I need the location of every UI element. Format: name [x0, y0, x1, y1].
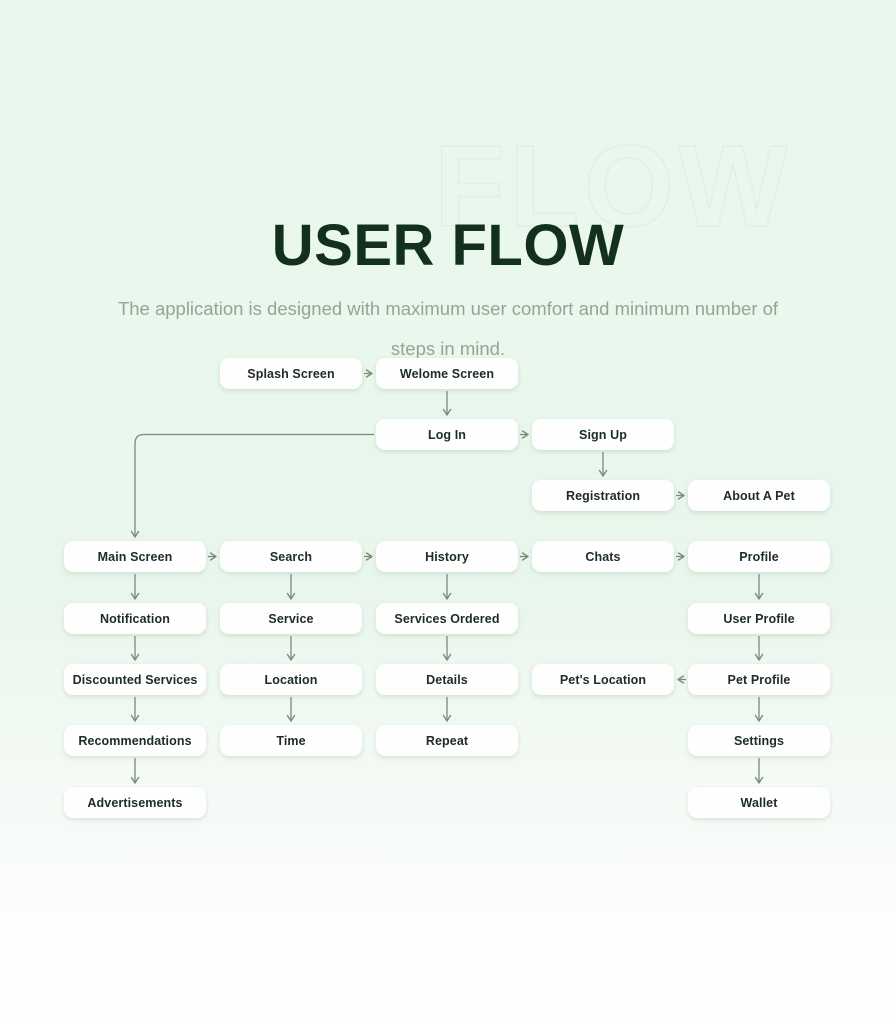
flow-node-about-a-pet: About A Pet — [688, 480, 830, 511]
flow-node-service: Service — [220, 603, 362, 634]
page-title: USER FLOW — [271, 212, 625, 278]
flow-node-user-profile: User Profile — [688, 603, 830, 634]
flow-node-welcome-screen: Welome Screen — [376, 358, 518, 389]
flow-node-time: Time — [220, 725, 362, 756]
watermark-text: FLOW — [433, 121, 792, 251]
flow-node-services-ordered: Services Ordered — [376, 603, 518, 634]
page-subtitle: The application is designed with maximum… — [117, 297, 779, 359]
flow-node-wallet: Wallet — [688, 787, 830, 818]
flow-node-log-in: Log In — [376, 419, 518, 450]
flow-node-recommendations: Recommendations — [64, 725, 206, 756]
flow-node-advertisements: Advertisements — [64, 787, 206, 818]
flow-node-profile: Profile — [688, 541, 830, 572]
flow-node-repeat: Repeat — [376, 725, 518, 756]
flow-node-pet-profile: Pet Profile — [688, 664, 830, 695]
flow-node-settings: Settings — [688, 725, 830, 756]
flow-node-details: Details — [376, 664, 518, 695]
flow-node-pets-location: Pet's Location — [532, 664, 674, 695]
flow-node-discounted-services: Discounted Services — [64, 664, 206, 695]
flow-node-registration: Registration — [532, 480, 674, 511]
flow-node-main-screen: Main Screen — [64, 541, 206, 572]
flow-node-search: Search — [220, 541, 362, 572]
flow-node-location: Location — [220, 664, 362, 695]
flow-node-splash-screen: Splash Screen — [220, 358, 362, 389]
flow-edge-log-in-to-main-screen — [130, 433, 374, 538]
flow-node-history: History — [376, 541, 518, 572]
flow-node-chats: Chats — [532, 541, 674, 572]
flow-node-sign-up: Sign Up — [532, 419, 674, 450]
flow-node-notification: Notification — [64, 603, 206, 634]
